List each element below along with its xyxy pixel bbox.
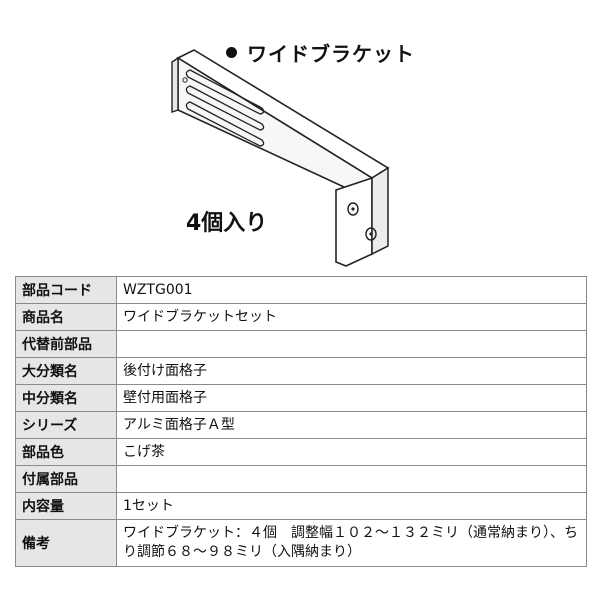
row-value: WZTG001 (116, 276, 587, 304)
row-label: 大分類名 (15, 357, 117, 385)
table-row: 部品色 こげ茶 (15, 438, 587, 466)
table-row: 内容量 1セット (15, 492, 587, 520)
wide-bracket-drawing (171, 49, 390, 267)
row-value: アルミ面格子Ａ型 (116, 411, 587, 439)
row-label: 部品色 (15, 438, 117, 466)
row-label: 付属部品 (15, 465, 117, 493)
table-row: 中分類名 壁付用面格子 (15, 384, 587, 412)
row-value: 後付け面格子 (116, 357, 587, 385)
row-value: ワイドブラケット：４個 調整幅１０２～１３２ミリ（通常納まり）、ちり調節６８～９… (116, 519, 587, 567)
table-row: 大分類名 後付け面格子 (15, 357, 587, 385)
row-label: 中分類名 (15, 384, 117, 412)
table-row: 備考 ワイドブラケット：４個 調整幅１０２～１３２ミリ（通常納まり）、ちり調節６… (15, 519, 587, 567)
table-row: 代替前部品 (15, 330, 587, 358)
quantity-label: 4個入り (186, 211, 268, 236)
row-label: 部品コード (15, 276, 117, 304)
table-row: 商品名 ワイドブラケットセット (15, 303, 587, 331)
bullet-icon (226, 47, 237, 58)
row-value (116, 330, 587, 358)
product-title-text: ワイドブラケット (247, 42, 415, 66)
spec-table: 部品コード WZTG001 商品名 ワイドブラケットセット 代替前部品 大分類名… (15, 276, 587, 567)
product-title: ワイドブラケット (226, 38, 415, 67)
row-label: 代替前部品 (15, 330, 117, 358)
row-label: 商品名 (15, 303, 117, 331)
row-label: シリーズ (15, 411, 117, 439)
table-row: シリーズ アルミ面格子Ａ型 (15, 411, 587, 439)
row-value: こげ茶 (116, 438, 587, 466)
row-value: 壁付用面格子 (116, 384, 587, 412)
table-row: 部品コード WZTG001 (15, 276, 587, 304)
row-label: 内容量 (15, 492, 117, 520)
table-row: 付属部品 (15, 465, 587, 493)
product-illustration (0, 0, 600, 268)
row-label: 備考 (15, 519, 117, 567)
row-value (116, 465, 587, 493)
row-value: ワイドブラケットセット (116, 303, 587, 331)
row-value: 1セット (116, 492, 587, 520)
